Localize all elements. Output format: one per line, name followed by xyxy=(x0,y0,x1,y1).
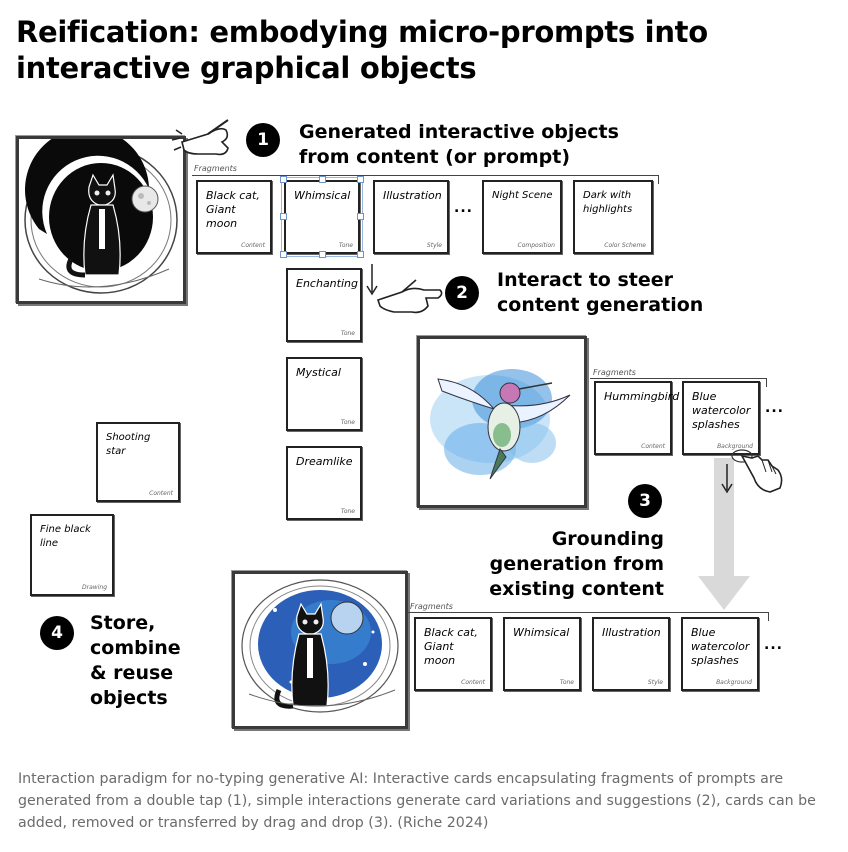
fragments-label-3: Fragments xyxy=(410,602,453,611)
hummingbird-image[interactable] xyxy=(417,336,587,508)
fragments-bracket-3 xyxy=(408,612,769,621)
resize-handle[interactable] xyxy=(280,251,287,258)
page-title: Reification: embodying micro-prompts int… xyxy=(16,15,708,85)
blue-cat-illustration xyxy=(241,579,399,713)
card-fine-black-line[interactable]: Fine black line Drawing xyxy=(30,514,114,596)
resize-handle[interactable] xyxy=(357,176,364,183)
card-illustration[interactable]: Illustration Style xyxy=(373,180,449,254)
more-cards-ellipsis-3: ... xyxy=(764,637,783,653)
resize-handle[interactable] xyxy=(319,176,326,183)
card-night-scene[interactable]: Night Scene Composition xyxy=(482,180,562,254)
step-2-badge: 2 xyxy=(445,276,479,310)
step-4-badge: 4 xyxy=(40,616,74,650)
small-down-arrow-icon xyxy=(721,464,733,494)
step-3-label: Grounding generation from existing conte… xyxy=(489,528,664,600)
fragments-bracket-2 xyxy=(590,378,767,387)
more-cards-ellipsis-2: ... xyxy=(765,400,784,416)
fragments-label-1: Fragments xyxy=(194,164,237,173)
card-shooting-star[interactable]: Shooting star Content xyxy=(96,422,180,502)
card-black-cat-giant-moon-2[interactable]: Black cat, Giant moon Content xyxy=(414,617,492,691)
card-whimsical-selected[interactable]: Whimsical Tone xyxy=(280,176,364,258)
step-4-label: Store, combine & reuse objects xyxy=(90,612,181,709)
step-2-label: Interact to steer content generation xyxy=(497,269,704,316)
step-1-badge: 1 xyxy=(246,123,280,157)
card-blue-watercolor-splashes-2[interactable]: Blue watercolor splashes Background xyxy=(681,617,759,691)
figure-caption: Interaction paradigm for no-typing gener… xyxy=(18,771,816,831)
resize-handle[interactable] xyxy=(280,213,287,220)
black-cat-illustration xyxy=(24,127,178,294)
card-hummingbird[interactable]: Hummingbird Content xyxy=(594,381,679,455)
resize-handle[interactable] xyxy=(319,251,326,258)
resize-handle[interactable] xyxy=(357,213,364,220)
fragments-label-2: Fragments xyxy=(593,368,636,377)
drag-hand-icon xyxy=(731,449,783,493)
card-enchanting[interactable]: Enchanting Tone xyxy=(286,268,362,342)
pointing-hand-icon xyxy=(376,279,443,314)
card-dark-with-highlights[interactable]: Dark with highlights Color Scheme xyxy=(573,180,653,254)
card-blue-watercolor-splashes[interactable]: Blue watercolor splashes Background xyxy=(682,381,760,455)
blue-cat-image[interactable] xyxy=(232,571,408,729)
card-illustration-2[interactable]: Illustration Style xyxy=(592,617,670,691)
card-black-cat-giant-moon[interactable]: Black cat, Giant moon Content xyxy=(196,180,272,254)
step-1-label: Generated interactive objects from conte… xyxy=(299,121,619,168)
hummingbird-illustration xyxy=(430,369,571,480)
resize-handle[interactable] xyxy=(357,251,364,258)
black-cat-image[interactable] xyxy=(16,127,186,304)
card-mystical[interactable]: Mystical Tone xyxy=(286,357,362,431)
card-whimsical-2[interactable]: Whimsical Tone xyxy=(503,617,581,691)
tap-hand-icon xyxy=(171,119,229,156)
fragments-bracket-1 xyxy=(192,175,659,184)
step-3-badge: 3 xyxy=(628,484,662,518)
card-dreamlike[interactable]: Dreamlike Tone xyxy=(286,446,362,520)
resize-handle[interactable] xyxy=(280,176,287,183)
down-arrow-icon xyxy=(366,264,378,296)
more-cards-ellipsis: ... xyxy=(454,200,473,216)
